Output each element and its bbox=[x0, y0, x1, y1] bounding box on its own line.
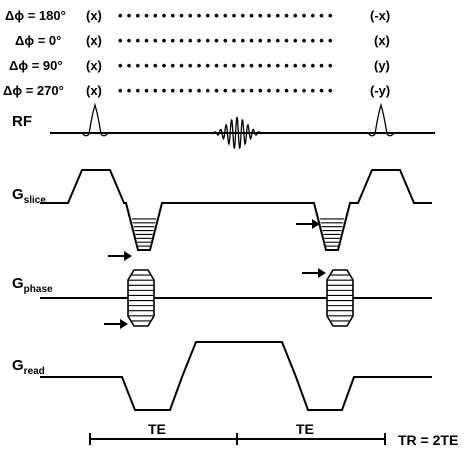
phase-first: (x) bbox=[86, 8, 102, 23]
phase-dots: ••••••••••••••••••••••••• bbox=[118, 33, 337, 48]
gslice-channel: Gslice bbox=[12, 169, 432, 261]
gread-label: Gread bbox=[12, 357, 45, 377]
phase-label: Δϕ = 0° bbox=[15, 33, 61, 48]
arrow-icon bbox=[296, 219, 320, 229]
phase-dots: ••••••••••••••••••••••••• bbox=[118, 8, 337, 23]
gphase-table-left bbox=[127, 269, 155, 327]
phase-row: Δϕ = 270° (x) ••••••••••••••••••••••••• … bbox=[3, 83, 390, 98]
phase-first: (x) bbox=[86, 58, 102, 73]
phase-dots: ••••••••••••••••••••••••• bbox=[118, 58, 337, 73]
gslice-crusher-left bbox=[131, 218, 157, 247]
phase-row: Δϕ = 0° (x) ••••••••••••••••••••••••• (x… bbox=[15, 33, 390, 48]
phase-first: (x) bbox=[86, 33, 102, 48]
phase-cycling-table: Δϕ = 180° (x) ••••••••••••••••••••••••• … bbox=[3, 8, 390, 98]
gread-waveform bbox=[40, 341, 432, 411]
gslice-label-sub: slice bbox=[24, 195, 47, 206]
gslice-label-main: G bbox=[12, 186, 24, 203]
phase-dots: ••••••••••••••••••••••••• bbox=[118, 83, 337, 98]
phase-row: Δϕ = 90° (x) ••••••••••••••••••••••••• (… bbox=[9, 58, 390, 73]
phase-last: (x) bbox=[374, 33, 390, 48]
phase-label: Δϕ = 270° bbox=[3, 83, 64, 98]
gread-label-main: G bbox=[12, 357, 24, 374]
phase-last: (y) bbox=[374, 58, 390, 73]
rf-channel: RF bbox=[12, 102, 435, 150]
rf-refocusing-pulse bbox=[367, 102, 395, 137]
phase-last: (-y) bbox=[370, 83, 390, 98]
gread-label-sub: read bbox=[24, 366, 45, 377]
gphase-label: Gphase bbox=[12, 275, 53, 295]
rf-label: RF bbox=[12, 113, 32, 130]
gphase-label-main: G bbox=[12, 275, 24, 292]
phase-last: (-x) bbox=[370, 8, 390, 23]
gread-channel: Gread bbox=[12, 341, 432, 411]
tr-label: TR = 2TE bbox=[398, 432, 458, 448]
gslice-crusher-right bbox=[319, 218, 345, 247]
phase-row: Δϕ = 180° (x) ••••••••••••••••••••••••• … bbox=[5, 8, 390, 23]
te-label-2: TE bbox=[296, 421, 314, 437]
gphase-label-sub: phase bbox=[24, 284, 53, 295]
phase-label: Δϕ = 90° bbox=[9, 58, 63, 73]
arrow-icon bbox=[108, 251, 132, 261]
rf-excitation-pulse bbox=[81, 102, 109, 137]
timing-bar: TE TE TR = 2TE bbox=[89, 421, 458, 448]
rf-echo-signal bbox=[204, 116, 270, 150]
te-label-1: TE bbox=[148, 421, 166, 437]
gphase-channel: Gphase bbox=[12, 268, 432, 329]
phase-label: Δϕ = 180° bbox=[5, 8, 66, 23]
phase-first: (x) bbox=[86, 83, 102, 98]
phase-table-outline bbox=[127, 269, 155, 327]
arrow-icon bbox=[104, 319, 128, 329]
gphase-table-right bbox=[326, 269, 354, 327]
gslice-waveform bbox=[40, 169, 432, 251]
arrow-icon bbox=[302, 268, 326, 278]
gslice-label: Gslice bbox=[12, 186, 46, 206]
phase-table-outline bbox=[326, 269, 354, 327]
